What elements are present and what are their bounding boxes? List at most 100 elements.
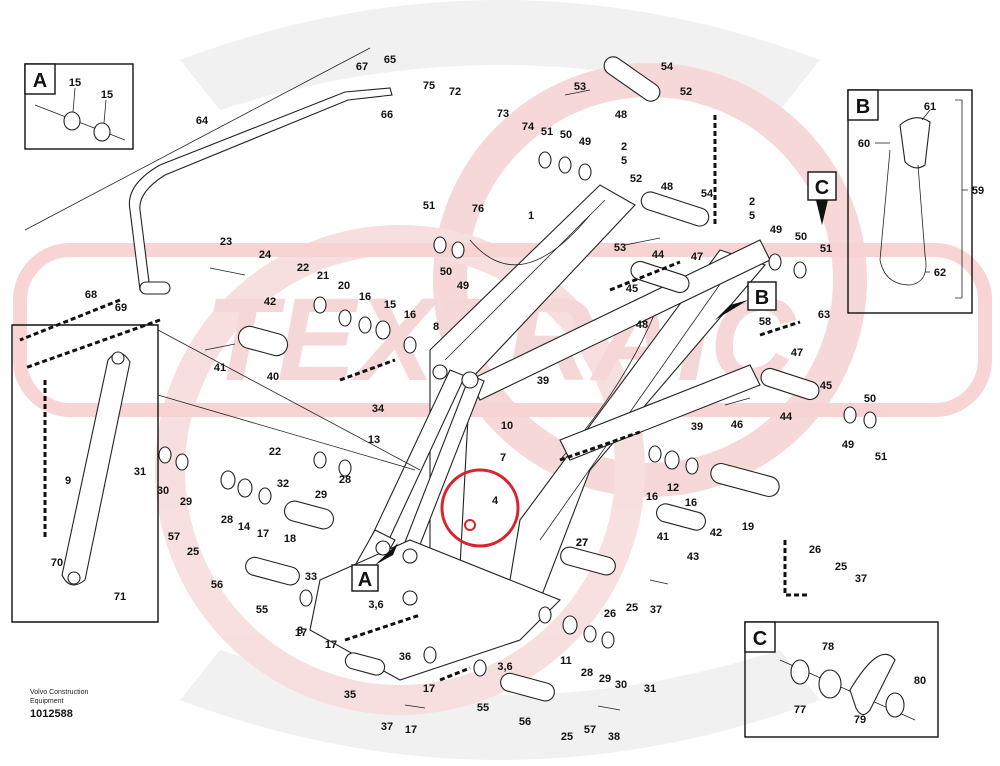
part-number-label: 70 bbox=[51, 557, 63, 569]
inset-c: C 78 77 79 80 bbox=[744, 621, 939, 738]
part-number-label: 25 bbox=[626, 602, 638, 614]
part-number-label: 19 bbox=[742, 521, 754, 533]
part-number-label: 49 bbox=[457, 280, 469, 292]
part-number-label: 40 bbox=[267, 371, 279, 383]
part-number-label: 51 bbox=[875, 451, 887, 463]
pin-44 bbox=[630, 260, 820, 401]
part-number-label: 38 bbox=[608, 731, 620, 743]
part-number-label: 17 bbox=[295, 627, 307, 639]
callout-c: C bbox=[807, 171, 837, 225]
part-number-label: 75 bbox=[423, 80, 435, 92]
part-number-label: 30 bbox=[615, 679, 627, 691]
part-number-label: 31 bbox=[134, 466, 146, 478]
part-number-label: 34 bbox=[372, 403, 385, 415]
inset-c-label: 77 bbox=[794, 704, 806, 716]
part-number-label: 47 bbox=[691, 251, 703, 263]
part-number-label: 35 bbox=[344, 689, 356, 701]
inset-a-label: 15 bbox=[69, 77, 81, 89]
dashed-guides bbox=[19, 115, 810, 682]
part-number-label: 54 bbox=[661, 61, 674, 73]
part-number-label: 1 bbox=[528, 210, 534, 222]
part-number-label: 74 bbox=[522, 121, 535, 133]
part-number-label: 45 bbox=[820, 380, 832, 392]
footer-brand-line1: Volvo Construction bbox=[30, 689, 89, 696]
part-number-label: 14 bbox=[238, 521, 251, 533]
part-number-label: 48 bbox=[636, 319, 648, 331]
part-number-label: 11 bbox=[560, 655, 572, 667]
part-number-label: 42 bbox=[264, 296, 276, 308]
part-number-label: 50 bbox=[440, 266, 452, 278]
callout-b-letter: B bbox=[755, 287, 769, 309]
part-number-label: 5 bbox=[749, 210, 755, 222]
part-number-label: 56 bbox=[211, 579, 223, 591]
part-number-label: 26 bbox=[809, 544, 821, 556]
inset-c-label: 79 bbox=[854, 714, 866, 726]
part-number-label: 49 bbox=[579, 136, 591, 148]
part-number-label: 44 bbox=[652, 249, 665, 261]
callout-c-letter: C bbox=[815, 177, 829, 199]
part-number-label: 37 bbox=[855, 573, 867, 585]
part-number-label: 3,6 bbox=[368, 599, 383, 611]
part-number-label: 76 bbox=[472, 203, 484, 215]
lever-8 bbox=[61, 351, 131, 586]
part-number-label: 57 bbox=[584, 724, 596, 736]
inset-c-letter: C bbox=[753, 628, 767, 650]
pin-18 bbox=[283, 500, 335, 530]
part-number-label: 72 bbox=[449, 86, 461, 98]
part-number-label: 25 bbox=[561, 731, 573, 743]
part-number-label: 48 bbox=[661, 181, 673, 193]
pin-55 bbox=[245, 556, 555, 702]
part-number-label: 17 bbox=[257, 528, 269, 540]
part-number-label: 71 bbox=[114, 591, 126, 603]
part-number-label: 29 bbox=[180, 496, 192, 508]
part-number-label: 16 bbox=[359, 291, 371, 303]
part-number-label: 44 bbox=[780, 411, 793, 423]
washers bbox=[158, 151, 877, 677]
inset-b-letter: B bbox=[856, 96, 870, 118]
part-number-label: 68 bbox=[85, 289, 97, 301]
inset-b-label: 59 bbox=[972, 185, 984, 197]
part-number-label: 55 bbox=[256, 604, 268, 616]
part-number-label: 48 bbox=[615, 109, 627, 121]
left-detail-panel bbox=[11, 324, 421, 623]
part-number-label: 17 bbox=[325, 639, 337, 651]
pin-48-mid bbox=[640, 191, 710, 227]
part-number-label: 2 bbox=[621, 141, 627, 153]
part-number-label: 43 bbox=[687, 551, 699, 563]
part-number-label: 50 bbox=[795, 231, 807, 243]
part-number-label: 58 bbox=[759, 316, 771, 328]
pin-19 bbox=[655, 462, 780, 531]
part-number-label: 41 bbox=[214, 362, 226, 374]
part-number-label: 29 bbox=[599, 673, 611, 685]
part-number-label: 8 bbox=[433, 321, 439, 333]
pin-27 bbox=[560, 546, 616, 576]
part-number-label: 28 bbox=[339, 474, 351, 486]
part-number-label: 53 bbox=[574, 81, 586, 93]
part-number-label: 9 bbox=[65, 475, 71, 487]
part-number-label: 15 bbox=[384, 299, 396, 311]
callout-b: B bbox=[715, 281, 777, 320]
part-number-label: 29 bbox=[315, 489, 327, 501]
part-number-label: 55 bbox=[477, 702, 489, 714]
part-number-label: 4 bbox=[492, 495, 499, 507]
callout-a-letter: A bbox=[358, 569, 372, 591]
part-number-label: 46 bbox=[731, 419, 743, 431]
part-number-label: 39 bbox=[691, 421, 703, 433]
part-number-label: 42 bbox=[710, 527, 722, 539]
part-number-label: 28 bbox=[221, 514, 233, 526]
part-number-label: 50 bbox=[560, 129, 572, 141]
inset-b-label: 62 bbox=[934, 267, 946, 279]
callout-a: A bbox=[351, 543, 398, 592]
part-number-label: 64 bbox=[196, 115, 209, 127]
part-number-label: 66 bbox=[381, 109, 393, 121]
part-number-label: 7 bbox=[500, 452, 506, 464]
pin-48-top bbox=[603, 56, 661, 102]
part-number-label: 16 bbox=[685, 497, 697, 509]
part-number-label: 52 bbox=[680, 86, 692, 98]
inset-b: B 61 60 59 62 bbox=[847, 89, 984, 314]
footer-block: Volvo Construction Equipment 1012588 bbox=[30, 688, 140, 720]
inset-a-label: 15 bbox=[101, 89, 113, 101]
part-number-label: 57 bbox=[168, 531, 180, 543]
part-number-label: 51 bbox=[423, 200, 435, 212]
